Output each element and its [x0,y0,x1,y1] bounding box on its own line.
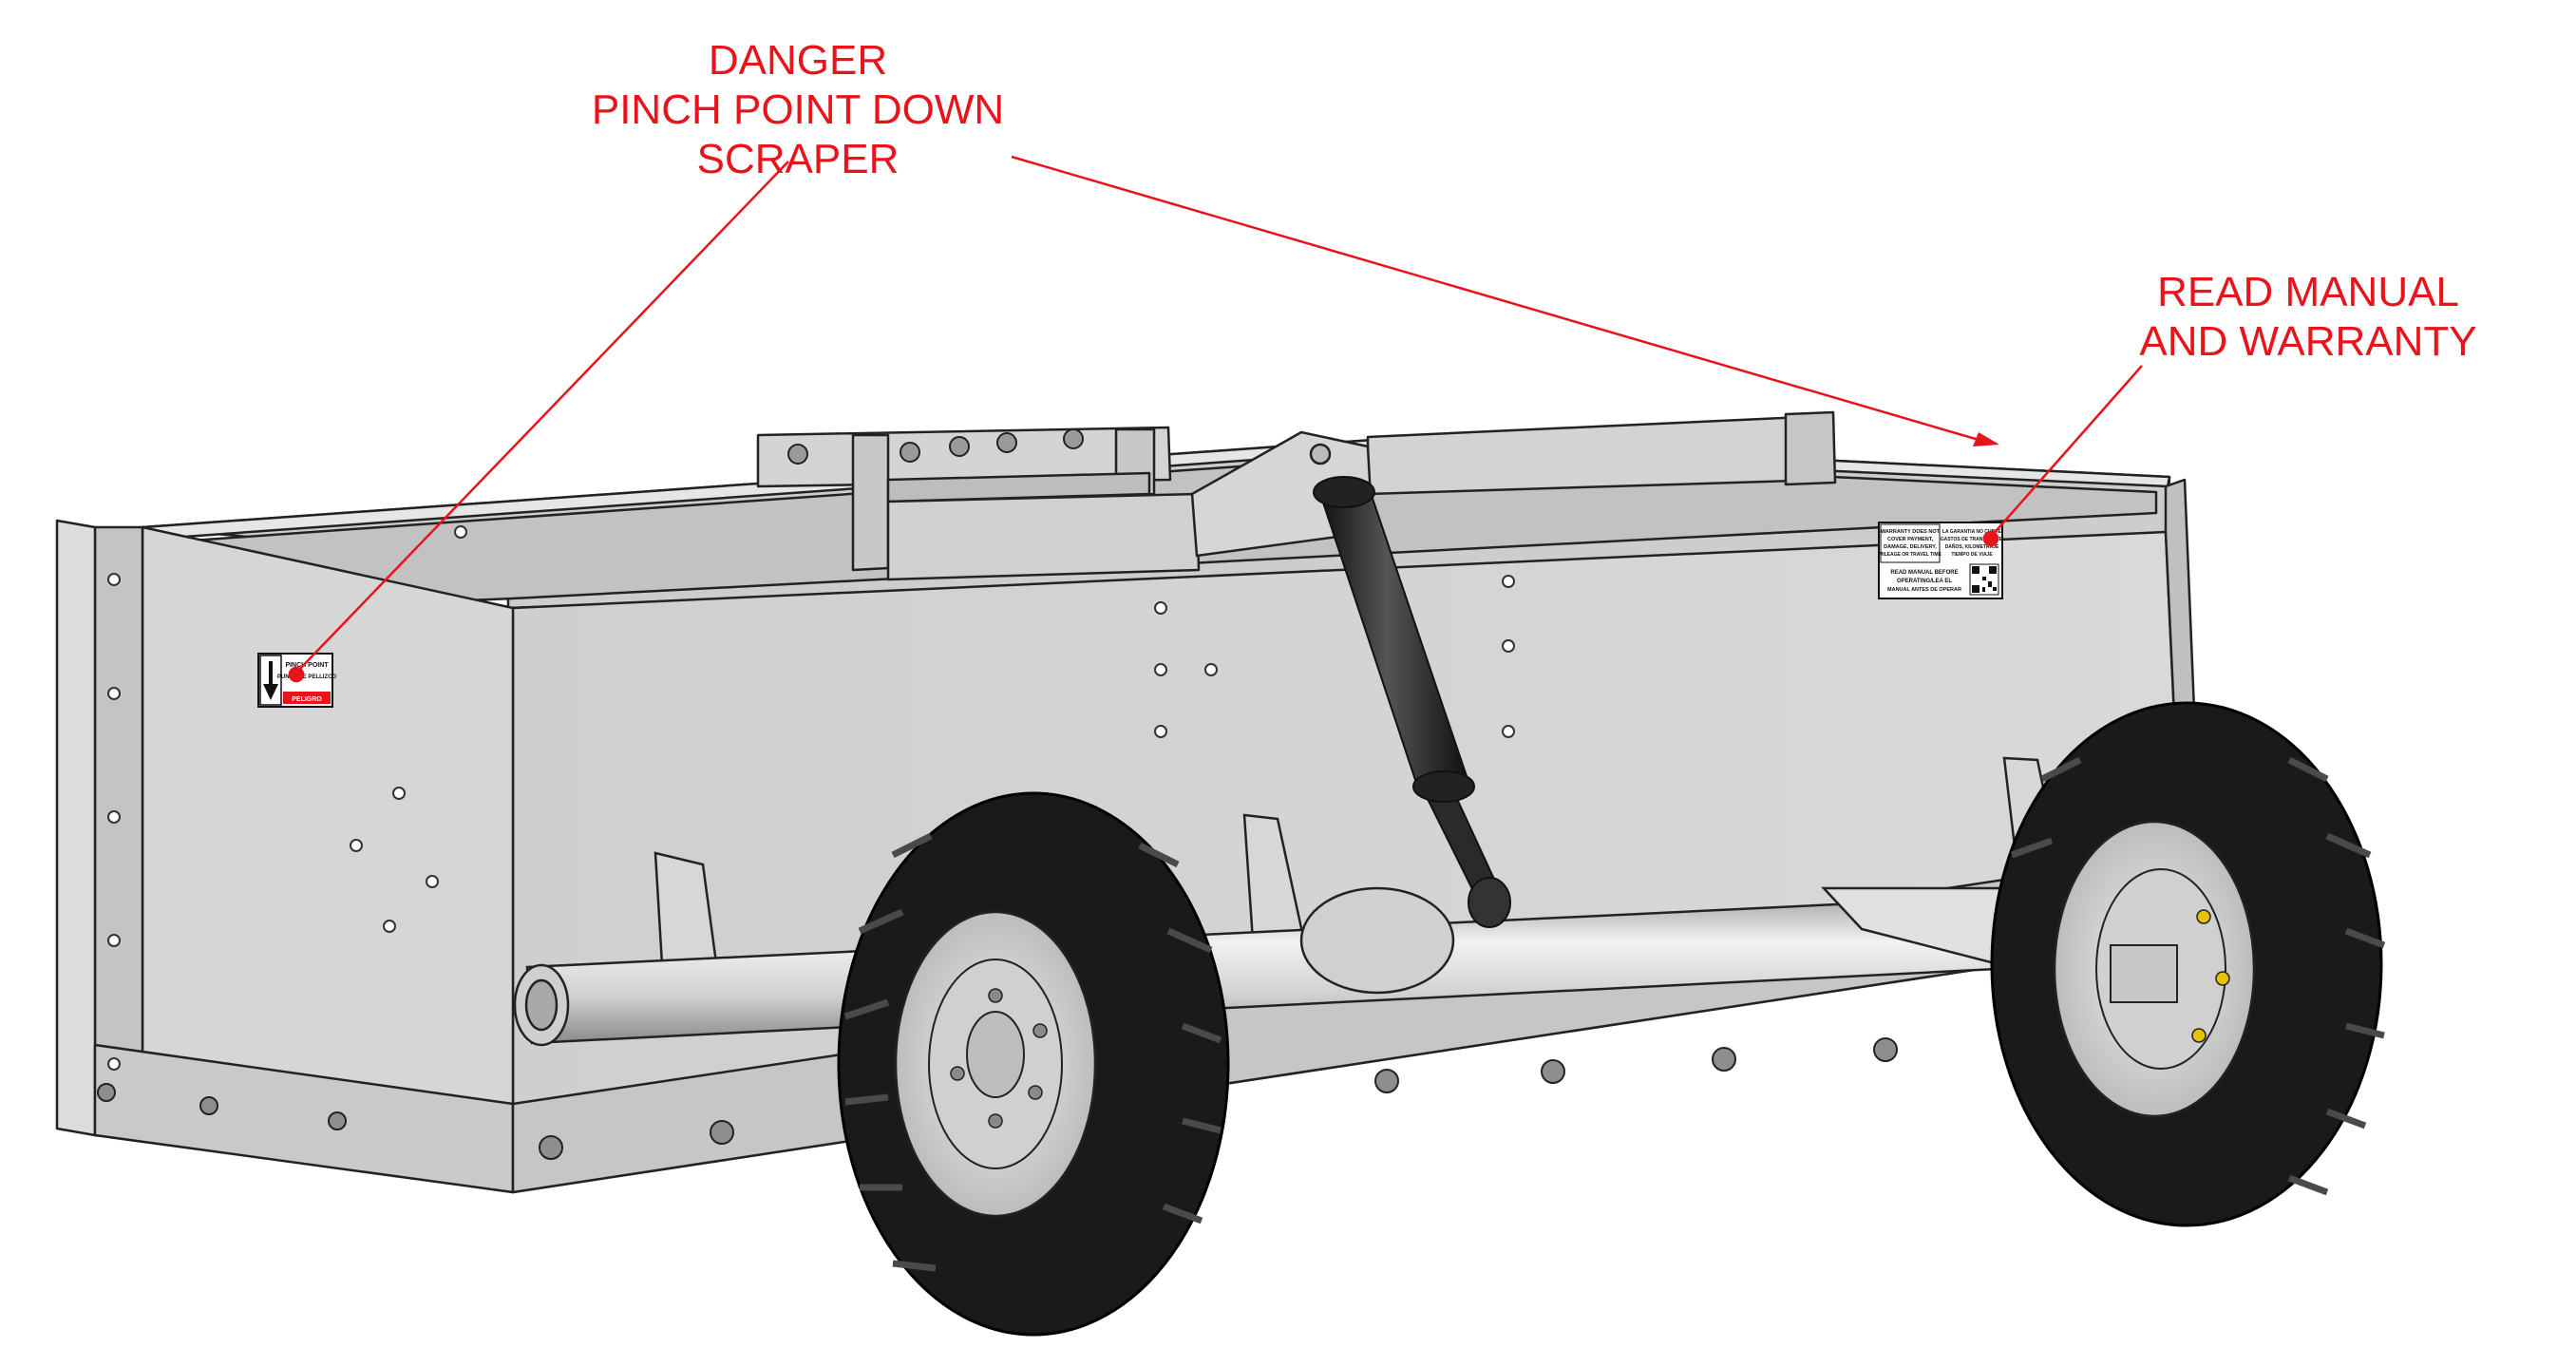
back-post-right [1784,410,1837,486]
bolt [1541,1059,1565,1084]
callout-danger-line-2: PINCH POINT DOWN [591,86,1005,133]
manual-decal-warranty-1: WARRANTY DOES NOT [1881,529,1941,535]
leader-manual-to-decal [1990,365,2143,538]
bolt [1712,1047,1736,1072]
callout-danger-line-3: SCRAPER [696,136,900,182]
hitch-bolts [787,428,1084,465]
bolt [1374,1069,1399,1093]
callout-danger-pinch-point: DANGER PINCH POINT DOWN SCRAPER [589,36,1007,184]
manual-decal: WARRANTY DOES NOT COVER PAYMENT, DAMAGE,… [1878,522,2004,599]
wheel-left [837,791,1230,1337]
back-rail-right [1366,414,1828,496]
bolt [1063,428,1084,449]
hole [1502,725,1515,738]
manual-decal-read-1: READ MANUAL BEFORE [1890,570,1958,576]
callout-read-manual: READ MANUAL AND WARRANTY [2109,268,2508,367]
callout-manual-line-2: AND WARRANTY [2139,318,2477,365]
hole [107,934,121,947]
hole [1154,601,1167,615]
hydraulic-cylinder [1313,476,1511,928]
bolt [996,432,1017,453]
hole [107,687,121,700]
leader-danger-arrow [1973,432,1999,446]
tread-right [2010,756,2386,1196]
cylinder-cap-top [1313,476,1375,508]
manual-decal-warranty-3: DAMAGE, DELIVERY, [1884,544,1937,550]
hole [1502,639,1515,653]
callout-manual-line-1: READ MANUAL [2157,269,2459,315]
cylinder-cap-bottom [1412,770,1475,803]
edge-bolts [97,1037,1898,1160]
pinch-decal-line-1: PINCH POINT [285,662,329,669]
hole [392,787,406,800]
cylinder-clevis [1468,877,1511,928]
manual-decal-warranty-2: COVER PAYMENT, [1887,537,1933,542]
leader-danger-to-decal [295,161,789,674]
hole [1154,663,1167,676]
hub-left [966,1011,1025,1098]
hole [454,525,467,539]
down-arrow-icon [263,661,278,700]
bolt [900,442,920,463]
callout-danger-line-1: DANGER [708,37,888,84]
bolt [787,444,808,465]
lug-nuts-right [2191,909,2230,1043]
hole [107,1057,121,1071]
bracket-pin [1309,443,1332,465]
end-plate-front [55,519,97,1137]
manual-decal-read-3: MANUAL ANTES DE OPERAR [1887,587,1961,593]
hole [426,875,439,888]
panel-holes [107,525,1515,1071]
hole [1204,663,1218,676]
manual-decal-read-2: OPERATING/LEA EL [1897,579,1952,584]
tread-left [843,832,1222,1272]
leader-danger-to-box [1011,155,1986,444]
hole [107,810,121,824]
manual-decal-warranty-4: MILEAGE OR TRAVEL TIME [1879,552,1942,558]
bolt [199,1096,218,1115]
hitch-box [886,492,1201,581]
lug-nuts-left [950,988,1048,1129]
callout-leaders [288,155,2143,683]
pivot-hub [1299,886,1455,995]
leader-danger-dot [288,666,305,683]
bolt [949,436,970,457]
hole [1154,725,1167,738]
manual-decal-warranty-es-2: GASTOS DE TRANSPORTE, [1941,537,2004,542]
bolt [328,1111,347,1130]
bolt [710,1120,734,1145]
hub-right [2110,944,2178,1003]
manual-decal-warranty-es-4: TIEMPO DE VIAJE [1951,552,1993,558]
bolt [539,1135,563,1160]
hole [1502,575,1515,588]
hitch-upright-left [851,433,890,572]
hole [107,573,121,586]
bolt [1873,1037,1898,1062]
manual-decal-warranty-es-1: LA GARANTIA NO CUBRE [1942,529,2002,535]
qr-code-icon [1969,563,1999,596]
bolt [97,1083,116,1102]
wheel-right [1990,701,2386,1227]
hole [350,839,363,852]
leader-manual-dot [1982,530,1999,547]
pinch-decal-line-3: PELIGRO [292,696,322,703]
axle-end-inner [524,978,559,1032]
pinch-decal-line-2: PUNTO DE PELLIZCO [277,674,337,680]
hole [383,920,396,933]
manual-decal-warranty-es-3: DAÑOS, KILOMETRAJE [1945,543,1999,550]
